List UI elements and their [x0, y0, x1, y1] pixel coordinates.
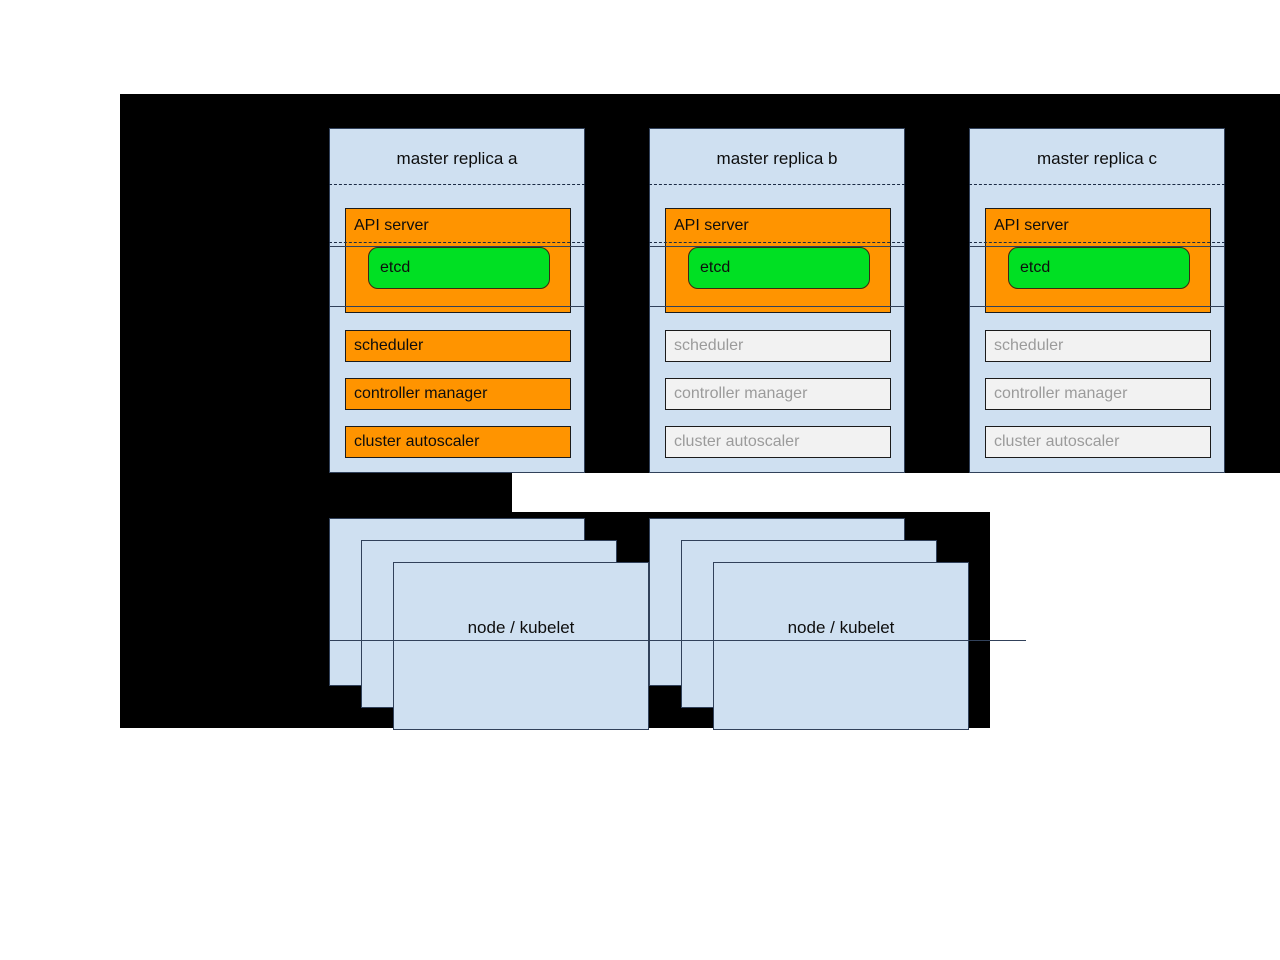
divider-dashed-top	[969, 184, 1225, 185]
cluster-autoscaler-chip[interactable]: cluster autoscaler	[985, 426, 1211, 458]
divider-dashed-bottom	[969, 242, 1225, 243]
node-card-front[interactable]: node / kubelet	[393, 562, 649, 730]
master-replica-card-b[interactable]: master replica b API server etcd schedul…	[649, 128, 905, 473]
api-server-label: API server	[994, 217, 1069, 234]
api-server-label: API server	[674, 217, 749, 234]
master-replica-title: master replica a	[396, 149, 518, 168]
divider-solid-bottom	[649, 306, 905, 307]
backdrop-panel-left	[120, 473, 512, 512]
node-stack-divider-2	[649, 640, 1026, 641]
controller-manager-chip[interactable]: controller manager	[985, 378, 1211, 410]
controller-manager-chip[interactable]: controller manager	[665, 378, 891, 410]
scheduler-chip[interactable]: scheduler	[985, 330, 1211, 362]
divider-solid-top	[329, 246, 585, 247]
controller-manager-chip[interactable]: controller manager	[345, 378, 571, 410]
divider-dashed-bottom	[329, 242, 585, 243]
node-card-front[interactable]: node / kubelet	[713, 562, 969, 730]
divider-solid-top	[969, 246, 1225, 247]
divider-solid-bottom	[329, 306, 585, 307]
etcd-chip[interactable]: etcd	[1008, 247, 1190, 289]
scheduler-chip[interactable]: scheduler	[665, 330, 891, 362]
cluster-autoscaler-chip[interactable]: cluster autoscaler	[345, 426, 571, 458]
etcd-chip[interactable]: etcd	[368, 247, 550, 289]
node-kubelet-label: node / kubelet	[467, 618, 575, 637]
api-server-chip[interactable]: API server etcd	[665, 208, 891, 313]
api-server-chip[interactable]: API server etcd	[985, 208, 1211, 313]
master-replica-title: master replica b	[716, 149, 838, 168]
api-server-label: API server	[354, 217, 429, 234]
divider-dashed-top	[329, 184, 585, 185]
scheduler-chip[interactable]: scheduler	[345, 330, 571, 362]
divider-solid-top	[649, 246, 905, 247]
cluster-autoscaler-chip[interactable]: cluster autoscaler	[665, 426, 891, 458]
divider-dashed-bottom	[649, 242, 905, 243]
node-stack-divider-1	[329, 640, 706, 641]
master-replica-title: master replica c	[1037, 149, 1157, 168]
api-server-chip[interactable]: API server etcd	[345, 208, 571, 313]
master-replica-card-a[interactable]: master replica a API server etcd schedul…	[329, 128, 585, 473]
etcd-chip[interactable]: etcd	[688, 247, 870, 289]
node-kubelet-label: node / kubelet	[787, 618, 895, 637]
master-replica-card-c[interactable]: master replica c API server etcd schedul…	[969, 128, 1225, 473]
divider-solid-bottom	[969, 306, 1225, 307]
divider-dashed-top	[649, 184, 905, 185]
